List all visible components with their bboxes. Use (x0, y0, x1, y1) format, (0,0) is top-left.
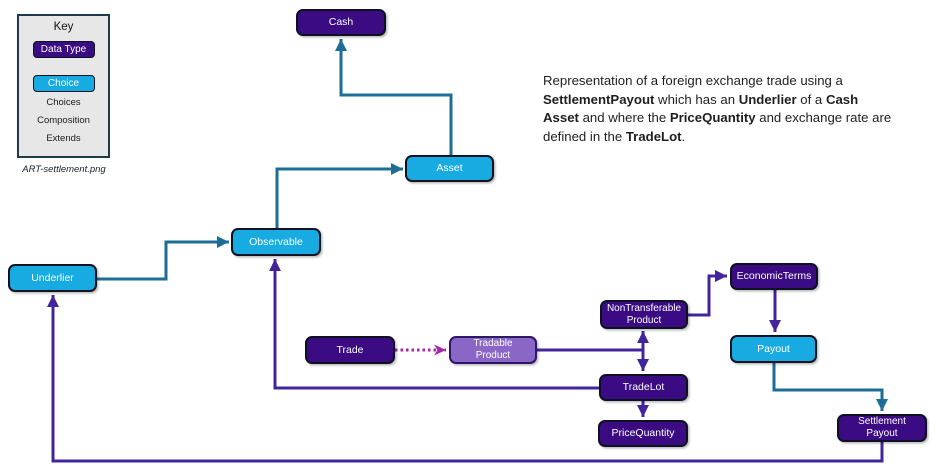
arrow-underlier-to-observable (97, 236, 229, 281)
node-payout: Payout (730, 335, 817, 363)
node-observable: Observable (231, 228, 321, 256)
node-underlier: Underlier (8, 264, 97, 292)
node-trade-lot: TradeLot (599, 374, 688, 401)
node-cash: Cash (296, 9, 386, 36)
legend-key-box: Key Data Type Choice Choices Composition… (17, 14, 110, 158)
arrow-observable-to-asset (275, 163, 403, 228)
arrow-tradelot-to-observable (269, 259, 599, 390)
node-trade: Trade (305, 336, 395, 364)
node-tradable-product: Tradable Product (449, 336, 537, 364)
legend-extends-label: Extends (46, 133, 81, 144)
legend-caption: ART-settlement.png (22, 164, 106, 175)
legend-title: Key (53, 21, 74, 33)
arrow-asset-to-cash (335, 39, 453, 155)
node-settlement-payout: Settlement Payout (837, 414, 927, 442)
node-price-quantity: PriceQuantity (598, 420, 688, 447)
node-nontransferable-product: NonTransferable Product (600, 300, 688, 329)
legend-choice-chip: Choice (32, 75, 95, 92)
node-asset: Asset (405, 155, 494, 182)
legend-data-type-chip: Data Type (32, 41, 95, 58)
legend-composition-label: Composition (37, 115, 90, 126)
arrow-settlement-payout-to-underlier (47, 295, 884, 463)
description-text: Representation of a foreign exchange tra… (543, 73, 892, 145)
arrow-payout-to-settlement-payout (772, 363, 888, 411)
arrow-nontransferable-to-economicterms (688, 270, 727, 317)
node-economic-terms: EconomicTerms (730, 263, 818, 290)
legend-choices-label: Choices (46, 97, 81, 108)
